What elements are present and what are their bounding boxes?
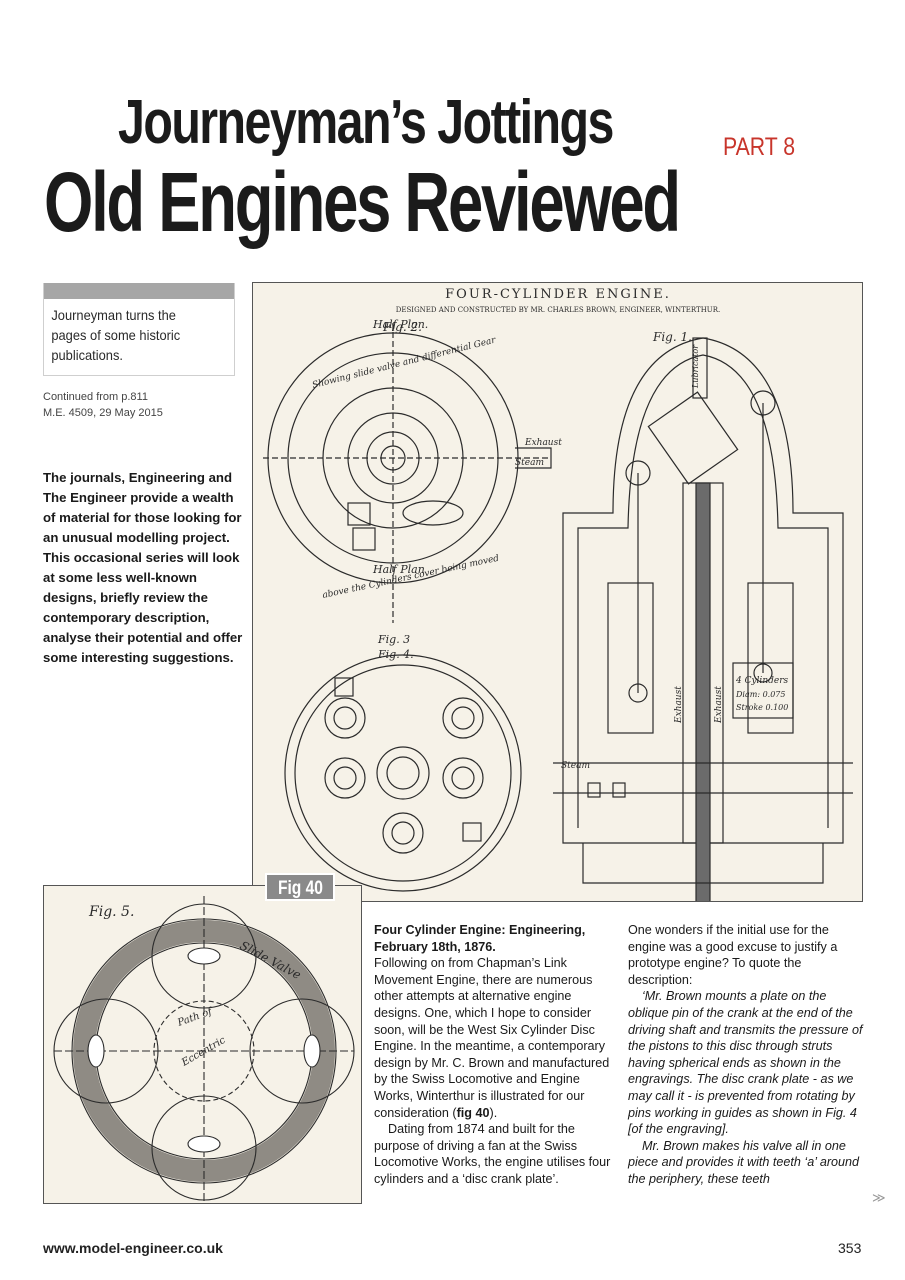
annotation: Steam xyxy=(561,761,590,771)
issue-line: M.E. 4509, 29 May 2015 xyxy=(43,407,163,419)
engraving-drawing: Half Plan. Showing slide valve and diffe… xyxy=(263,287,853,901)
annotation: Exhaust xyxy=(674,686,684,724)
fig5-drawing: Fig. 5. Slide Valve Path of Eccentric xyxy=(53,896,355,1201)
quote-text: Mr. Brown makes his valve all in one pie… xyxy=(628,1138,860,1186)
continued-line: Continued from p.811 xyxy=(43,391,148,403)
fig-label: Fig. 1. xyxy=(652,330,692,344)
annotation: Stroke 0.100 xyxy=(736,703,788,712)
annotation: Path of xyxy=(175,1006,215,1030)
annotation: Exhaust xyxy=(714,686,724,724)
figure-reference: fig 40 xyxy=(456,1105,490,1120)
engraving-four-cylinder-engine: Half Plan. Showing slide valve and diffe… xyxy=(252,282,863,902)
fig-label: Fig. 4. xyxy=(377,648,414,661)
article-paragraph: One wonders if the initial use for the e… xyxy=(628,923,838,987)
article-title: Old Engines Reviewed xyxy=(44,155,681,249)
paragraph-text: ). xyxy=(489,1105,498,1120)
annotation: Half Plan xyxy=(372,563,425,576)
article-heading-text: Four Cylinder Engine: Engineering, Febru… xyxy=(374,923,586,954)
standfirst-text: Journeyman turns the pages of some histo… xyxy=(51,307,181,363)
article-column-1: Four Cylinder Engine: Engineering, Febru… xyxy=(374,922,614,1188)
article-heading: Four Cylinder Engine: Engineering, Febru… xyxy=(374,922,614,955)
quote-text: ‘Mr. Brown mounts a plate on the oblique… xyxy=(628,989,863,1137)
figure-label: Fig 40 xyxy=(265,873,335,901)
article-paragraph: Dating from 1874 and built for the purpo… xyxy=(374,1122,611,1186)
figure-label-text: Fig 40 xyxy=(277,878,323,899)
quoted-paragraph: Mr. Brown makes his valve all in one pie… xyxy=(628,1138,868,1188)
continued-note: Continued from p.811 M.E. 4509, 29 May 2… xyxy=(43,389,163,421)
standfirst-box: Journeyman turns the pages of some histo… xyxy=(43,283,235,376)
page-number: 353 xyxy=(838,1240,862,1256)
series-title: Journeyman’s Jottings xyxy=(118,88,614,157)
fig-label: Fig. 3 xyxy=(377,633,410,646)
article-paragraph: Following on from Chapman’s Link Movemen… xyxy=(374,955,614,1121)
fig-label: Fig. 5. xyxy=(88,904,134,920)
annotation: Diam: 0.075 xyxy=(735,690,785,699)
part-number: PART 8 xyxy=(723,133,796,161)
continue-marker: ≫ xyxy=(872,1190,886,1205)
annotation: Showing slide valve and differential Gea… xyxy=(311,335,497,391)
annotation: Exhaust xyxy=(524,438,562,448)
annotation: Lubricator xyxy=(691,344,700,389)
annotation: above the Cylinders cover being moved xyxy=(322,554,501,601)
fig-label: Fig. 2. xyxy=(382,320,422,334)
engraving-subtitle: DESIGNED AND CONSTRUCTED BY MR. CHARLES … xyxy=(396,306,720,314)
annotation: 4 Cylinders xyxy=(735,676,789,686)
standfirst-bar xyxy=(44,283,234,299)
paragraph-text: Following on from Chapman’s Link Movemen… xyxy=(374,956,610,1120)
annotation: Steam xyxy=(515,458,544,468)
quoted-paragraph: ‘Mr. Brown mounts a plate on the oblique… xyxy=(628,988,868,1137)
annotation: Half Plan. xyxy=(372,318,428,331)
engraving-fig5-eccentric: Fig. 5. Slide Valve Path of Eccentric xyxy=(43,885,362,1204)
engraving-title: FOUR-CYLINDER ENGINE. xyxy=(445,287,671,302)
article-column-2: One wonders if the initial use for the e… xyxy=(628,922,868,1188)
intro-text: The journals, Engineering and The Engine… xyxy=(43,470,243,665)
footer-url: www.model-engineer.co.uk xyxy=(43,1240,223,1256)
